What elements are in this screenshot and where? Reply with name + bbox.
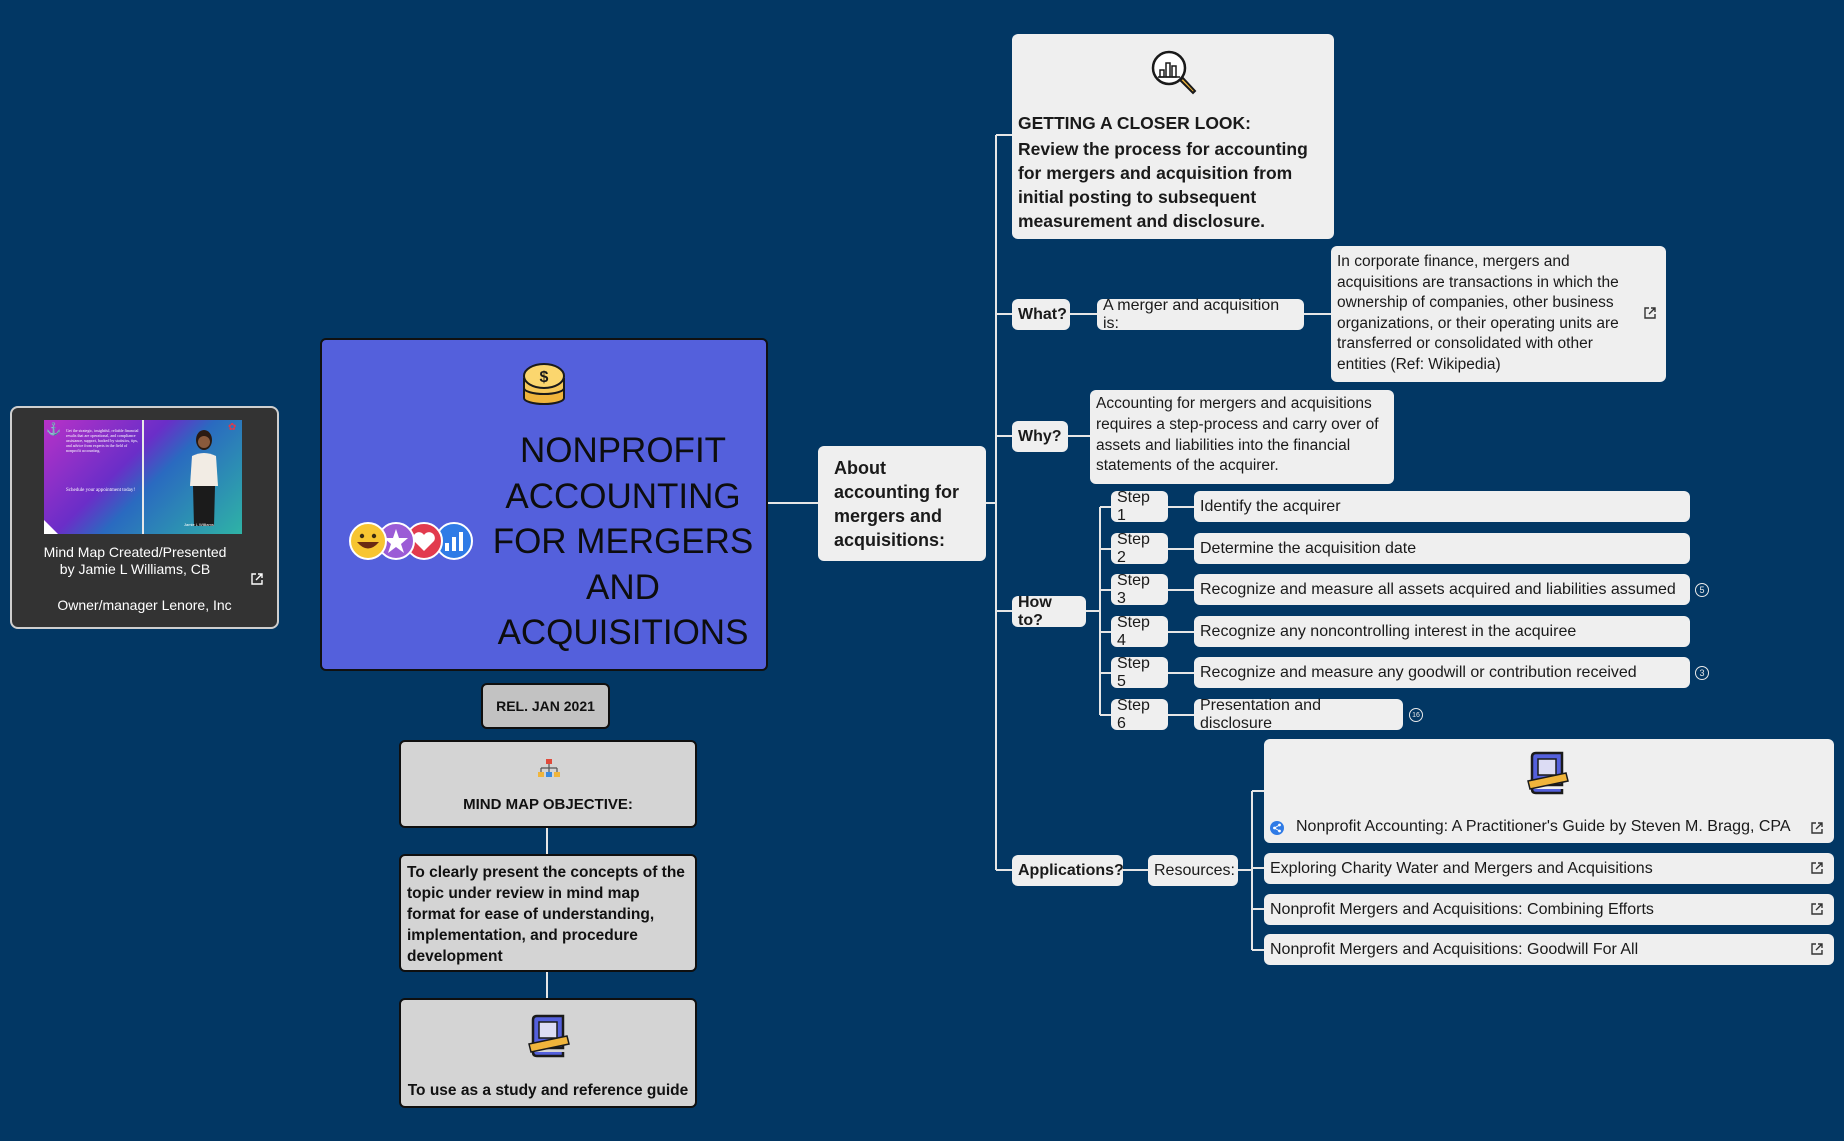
children-count-badge[interactable]: 5 [1695, 583, 1709, 597]
promo-name: Jamie L Williams [184, 522, 214, 527]
how-node[interactable]: How to? [1012, 594, 1086, 629]
resource-title: Nonprofit Accounting: A Practitioner's G… [1296, 818, 1791, 835]
share-icon [1270, 821, 1284, 835]
step-label[interactable]: Step 4 [1111, 614, 1168, 649]
author-line-2: by Jamie L Williams, CB [59, 561, 211, 577]
closer-look-heading: GETTING A CLOSER LOOK: [1018, 113, 1252, 133]
resource-title: Nonprofit Mergers and Acquisitions: Comb… [1270, 900, 1654, 918]
resource-link-node[interactable]: Nonprofit Mergers and Acquisitions: Good… [1264, 934, 1834, 965]
why-node[interactable]: Why? [1012, 421, 1068, 452]
objective-node[interactable]: MIND MAP OBJECTIVE: [399, 740, 697, 828]
children-count-badge[interactable]: 3 [1695, 666, 1709, 680]
central-title: NONPROFIT ACCOUNTING FOR MERGERS AND ACQ… [482, 428, 764, 656]
what-definition-node[interactable]: In corporate finance, mergers and acquis… [1331, 246, 1666, 382]
external-link-icon[interactable] [250, 572, 264, 586]
external-link-icon[interactable] [1810, 942, 1824, 956]
central-topic[interactable]: $ NONPROFIT ACCOUNTING FOR ME [320, 338, 768, 671]
corner-triangle [44, 520, 58, 534]
external-link-icon[interactable] [1810, 902, 1824, 916]
promo-image: ⚓ Get the strategic, insightful, reliabl… [44, 420, 242, 534]
resources-node[interactable]: Resources: [1148, 855, 1238, 886]
reaction-icons [348, 521, 478, 561]
promo-divider [142, 420, 144, 534]
step-label[interactable]: Step 2 [1111, 531, 1168, 566]
promo-cta: Schedule your appointment today! [66, 488, 136, 493]
star-icon [377, 522, 415, 560]
closer-look-text: Review the process for accounting for me… [1018, 139, 1308, 231]
step-label[interactable]: Step 6 [1111, 697, 1168, 732]
why-text-node[interactable]: Accounting for mergers and acquisitions … [1090, 390, 1394, 484]
step-text[interactable]: Presentation and disclosure [1194, 697, 1403, 732]
external-link-icon[interactable] [1643, 306, 1657, 320]
author-card[interactable]: ⚓ Get the strategic, insightful, reliabl… [10, 406, 279, 629]
step-text[interactable]: Recognize any noncontrolling interest in… [1194, 616, 1690, 647]
anchor-icon: ⚓ [46, 422, 61, 436]
external-link-icon[interactable] [1810, 821, 1824, 835]
promo-text: Get the strategic, insightful, reliable … [66, 428, 139, 453]
central-title-line: ACCOUNTING [505, 476, 741, 516]
why-text: Accounting for mergers and acquisitions … [1096, 395, 1379, 475]
resource-link-node[interactable]: Nonprofit Mergers and Acquisitions: Comb… [1264, 894, 1834, 925]
what-sub-node[interactable]: A merger and acquisition is: [1097, 297, 1304, 332]
closer-look-node[interactable]: GETTING A CLOSER LOOK: Review the proces… [1012, 34, 1334, 239]
person-photo [184, 428, 224, 528]
book-icon [1527, 751, 1569, 795]
what-node[interactable]: What? [1012, 299, 1070, 330]
central-title-line: NONPROFIT [519, 431, 727, 470]
author-line-3: Owner/manager Lenore, Inc [57, 597, 232, 613]
resource-link-node[interactable]: Exploring Charity Water and Mergers and … [1264, 853, 1834, 884]
about-text: About accounting for mergers and acquisi… [834, 458, 959, 550]
svg-text:$: $ [540, 369, 549, 386]
children-count-badge[interactable]: 16 [1409, 708, 1423, 722]
step-text[interactable]: Recognize and measure all assets acquire… [1194, 574, 1690, 605]
magnifier-chart-icon [1151, 50, 1197, 95]
central-title-line: AND [586, 567, 660, 607]
step-text[interactable]: Recognize and measure any goodwill or co… [1194, 657, 1690, 688]
resource-title: Nonprofit Mergers and Acquisitions: Good… [1270, 940, 1639, 958]
central-title-line: ACQUISITIONS [497, 613, 749, 652]
step-text[interactable]: Determine the acquisition date [1194, 533, 1690, 564]
study-guide-node[interactable]: To use as a study and reference guide [399, 998, 697, 1108]
external-link-icon[interactable] [1810, 861, 1824, 875]
applications-node[interactable]: Applications? [1012, 855, 1124, 886]
step-text[interactable]: Identify the acquirer [1194, 491, 1690, 522]
what-definition-text: In corporate finance, mergers and acquis… [1337, 253, 1619, 373]
coin-stack-icon: $ [523, 363, 565, 405]
central-title-line: FOR MERGERS [492, 522, 754, 561]
about-node[interactable]: About accounting for mergers and acquisi… [818, 446, 986, 561]
org-chart-icon [538, 759, 560, 777]
step-label[interactable]: Step 3 [1111, 572, 1168, 607]
study-guide-label: To use as a study and reference guide [407, 1082, 689, 1099]
heart-icon [405, 522, 443, 560]
resource-title: Exploring Charity Water and Mergers and … [1270, 859, 1653, 877]
step-label[interactable]: Step 1 [1111, 489, 1168, 524]
step-label[interactable]: Step 5 [1111, 655, 1168, 690]
author-line-1: Mind Map Created/Presented [43, 544, 227, 560]
flower-icon: ✿ [228, 422, 237, 433]
objective-text-node[interactable]: To clearly present the concepts of the t… [399, 854, 697, 972]
objective-label: MIND MAP OBJECTIVE: [463, 796, 633, 813]
objective-text: To clearly present the concepts of the t… [407, 864, 685, 965]
grinning-face-icon [349, 522, 387, 560]
release-node[interactable]: REL. JAN 2021 [481, 683, 610, 729]
resource-book-node[interactable]: Nonprofit Accounting: A Practitioner's G… [1264, 739, 1834, 843]
book-icon [528, 1014, 570, 1058]
